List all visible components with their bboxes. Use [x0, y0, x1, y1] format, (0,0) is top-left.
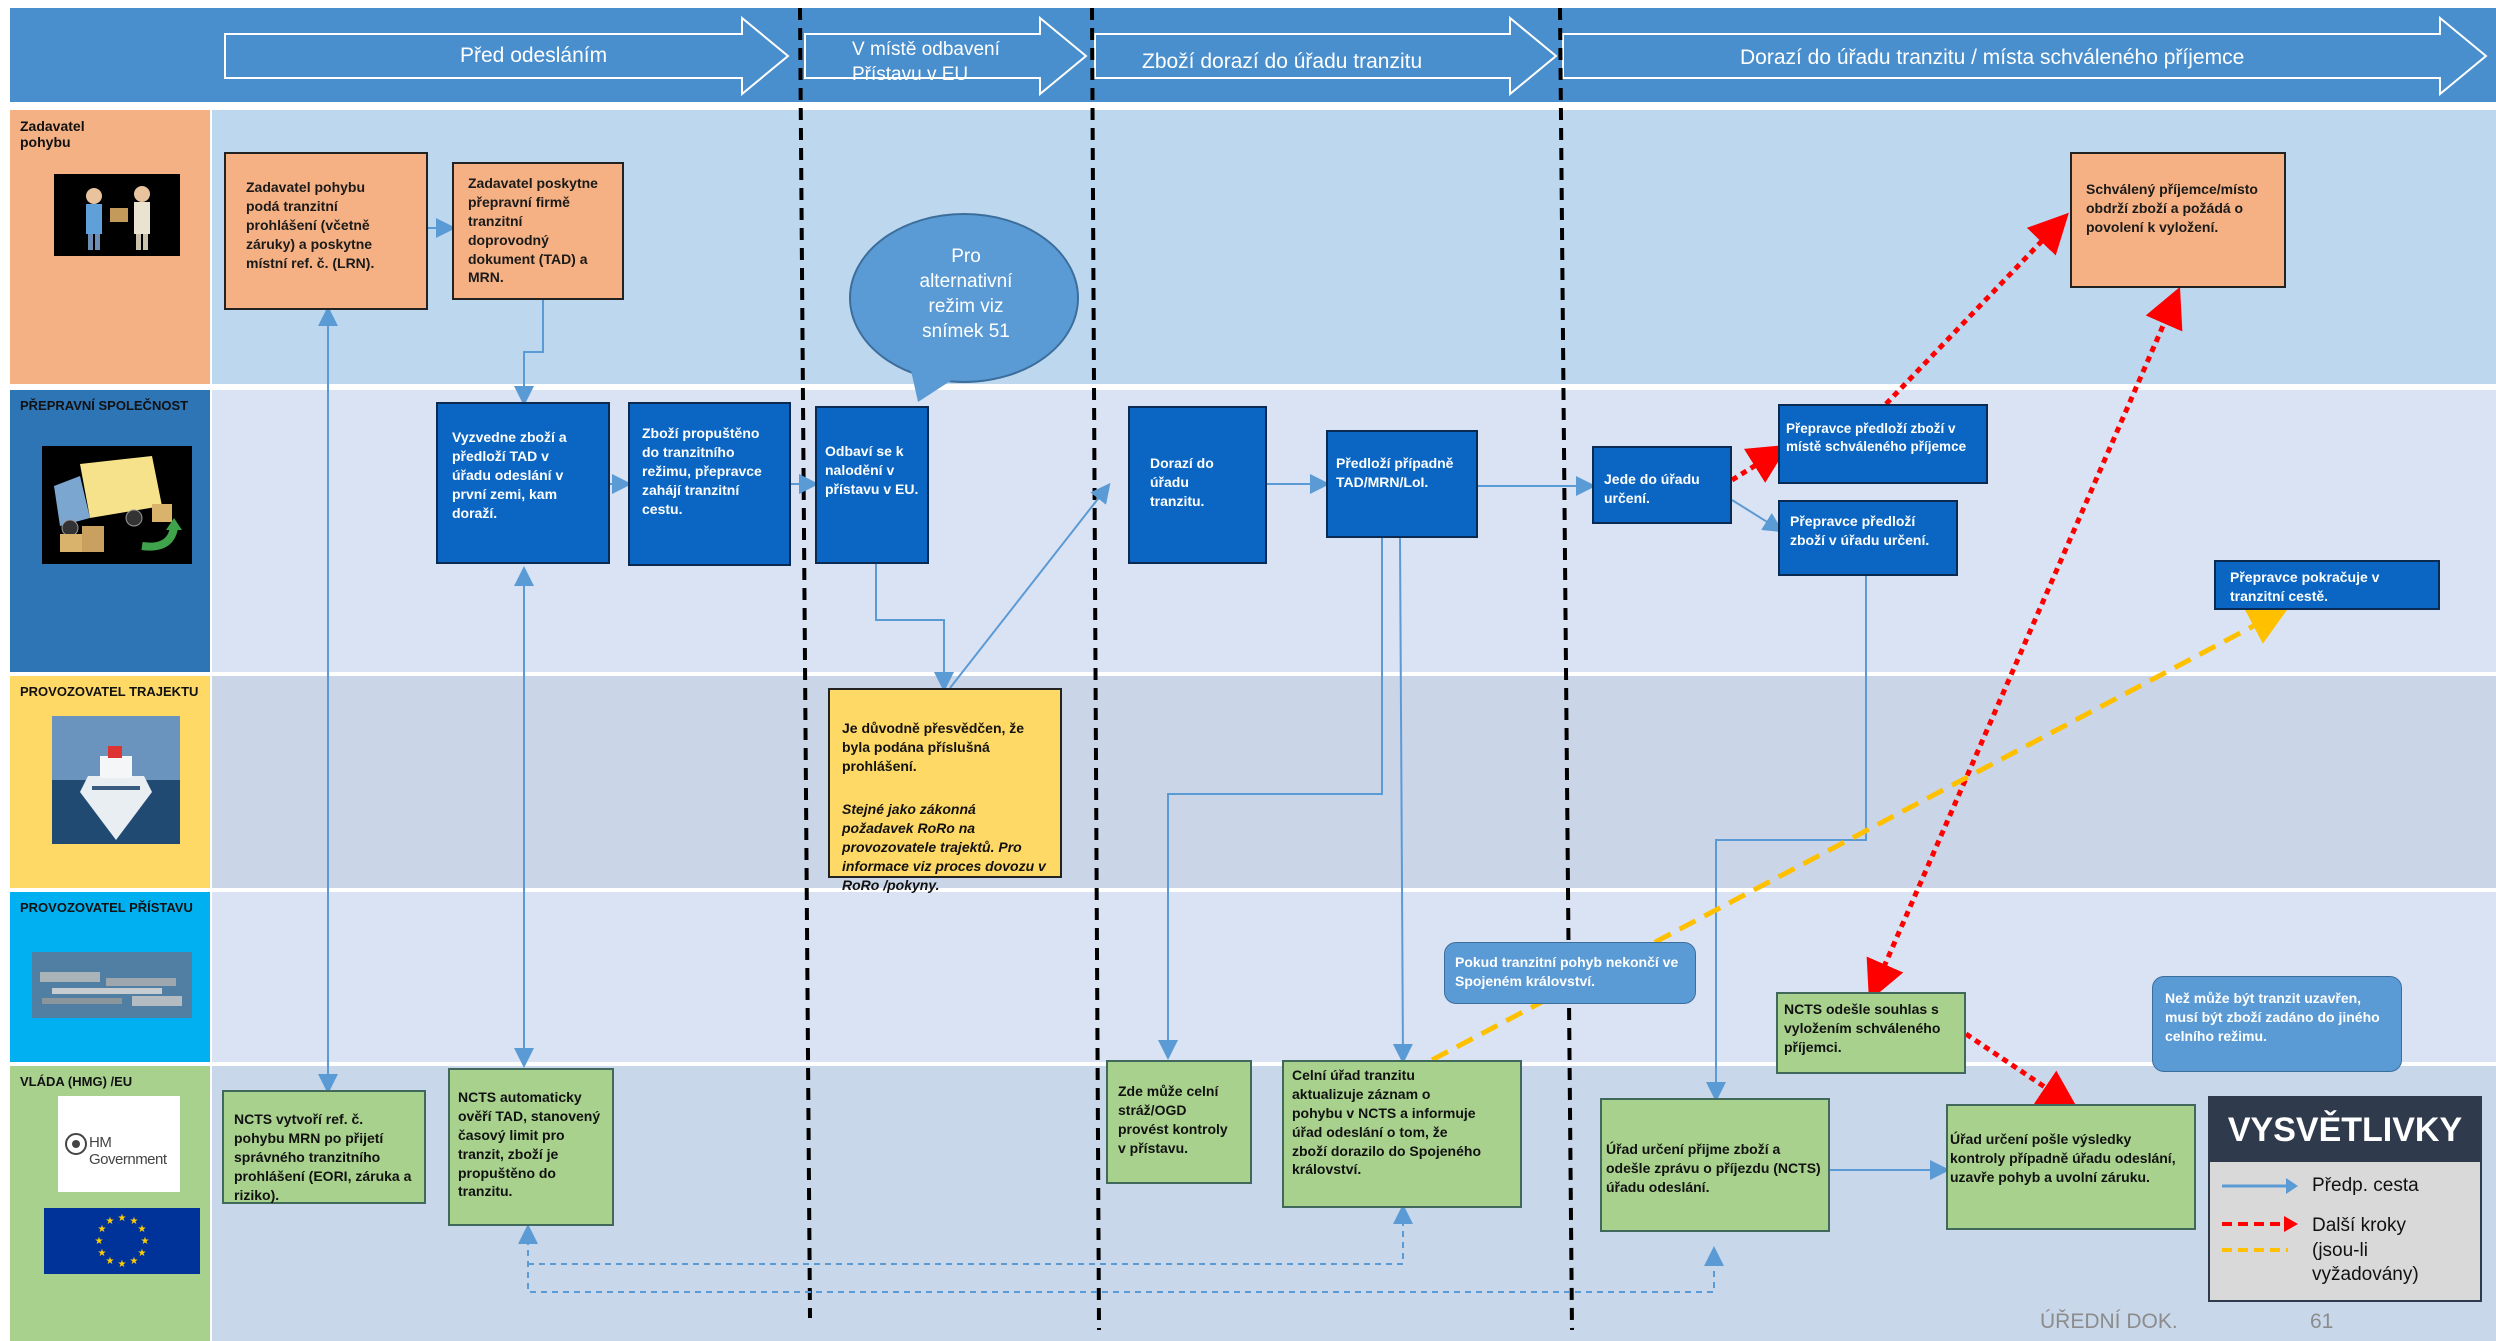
svg-text:★: ★	[118, 1259, 127, 1270]
destination-receives-goods: Úřad určení přijme zboží a odešle zprávu…	[1600, 1098, 1830, 1232]
carrier-continues-transit: Přepravce pokračuje v tranzitní cestě.	[2214, 560, 2440, 610]
arrow-b6-b8	[1731, 499, 1784, 533]
phase-arrow-4	[1562, 15, 2488, 97]
checks-in-eu-port: Odbaví se k nalodění v přístavu v EU.	[815, 406, 929, 564]
hm-government-text: HM Government	[89, 1134, 167, 1168]
lane-title-port: PROVOZOVATEL PŘÍSTAVU	[20, 900, 193, 915]
phase-label-3: Zboží dorazí do úřadu tranzitu	[1142, 50, 1423, 73]
phase-label-1: Před odesláním	[460, 44, 608, 67]
footer-page-number: 61	[2310, 1310, 2334, 1333]
ncts-creates-mrn: NCTS vytvoří ref. č. pohybu MRN po přije…	[222, 1090, 426, 1204]
yellow-dashed-g4-b9	[1430, 607, 2289, 1063]
arrow-b8-g6	[1706, 576, 1867, 1102]
presents-at-destination: Přepravce předloží zboží v úřadu určení.	[1778, 500, 1958, 576]
divider-1	[798, 7, 812, 1319]
dashed-g4-loop	[528, 1204, 1413, 1265]
lane-title-carrier: PŘEPRAVNÍ SPOLEČNOST	[20, 398, 189, 413]
presents-tad-mrn-loi: Předloží případně TAD/MRN/LoI.	[1326, 430, 1478, 538]
ferry-belief-main: Je důvodně přesvědčen, že byla podána př…	[842, 719, 1025, 774]
svg-text:★: ★	[138, 1248, 147, 1259]
ferry-belief-italic: Stejné jako zákonná požadavek RoRo na pr…	[842, 801, 1046, 894]
legend-dashed-arrows	[2222, 1216, 2298, 1252]
divider-2	[1090, 7, 1101, 1331]
svg-text:★: ★	[141, 1236, 150, 1247]
border-force-checks: Zde může celní stráž/OGD provést kontrol…	[1106, 1060, 1252, 1184]
carrier-presents-tad: Vyzvedne zboží a předloží TAD v úřadu od…	[436, 402, 610, 564]
port-aerial-icon	[32, 952, 192, 1018]
legend-panel: VYSVĚTLIVKY Předp. cesta Další kroky (js…	[2208, 1096, 2482, 1302]
phase-arrow-2	[804, 15, 1088, 97]
note-transit-not-ending: Pokud tranzitní pohyb nekončí ve Spojené…	[1444, 942, 1696, 1004]
ferry-reasonable-belief: Je důvodně přesvědčen, že byla podána př…	[828, 688, 1062, 893]
divider-3	[1558, 7, 1574, 1331]
svg-text:★: ★	[95, 1236, 104, 1247]
footer-label: ÚŘEDNÍ DOK.	[2040, 1310, 2178, 1333]
arrow-o2-b1	[514, 300, 544, 406]
note-bubble-shape	[849, 213, 1079, 402]
ncts-consent-unloading: NCTS odešle souhlas s vyložením schválen…	[1776, 992, 1966, 1074]
arrives-transit-office: Dorazí do úřadu tranzitu.	[1128, 406, 1267, 564]
requester-submits-declaration: Zadavatel pohybu podá tranzitní prohláše…	[224, 152, 428, 310]
legend-title: VYSVĚTLIVKY	[2210, 1098, 2480, 1162]
legend-solid-arrow	[2222, 1178, 2298, 1194]
presents-at-consignee: Přepravce předloží zboží v místě schvále…	[1778, 404, 1988, 484]
svg-text:★: ★	[98, 1248, 107, 1259]
lane-title-ferry: PROVOZOVATEL TRAJEKTU	[20, 684, 199, 699]
goes-to-destination: Jede do úřadu určení.	[1592, 446, 1732, 524]
svg-text:★: ★	[106, 1216, 115, 1227]
note-transit-closure: Než může být tranzit uzavřen, musí být z…	[2152, 976, 2402, 1072]
arrow-y1-b4	[949, 482, 1111, 689]
red-dashed-b6-b7	[1730, 444, 1789, 483]
svg-text:★: ★	[130, 1256, 139, 1267]
phase-label-2: V místě odbavení Přístavu v EU	[852, 39, 1000, 85]
phase-arrows	[224, 15, 2488, 97]
approved-consignee-receives: Schválený příjemce/místo obdrží zboží a …	[2070, 152, 2286, 288]
arrow-b5-g3	[1158, 538, 1383, 1060]
arrow-b5-g4	[1392, 537, 1413, 1064]
goods-released-transit: Zboží propuštěno do tranzitního režimu, …	[628, 402, 791, 566]
red-dashed-g5-g7	[1964, 1031, 2079, 1110]
delivery-truck-icon	[42, 446, 192, 564]
ferry-ship-icon	[52, 716, 180, 844]
note-bubble-text: Pro alternativní režim viz snímek 51	[919, 246, 1013, 343]
svg-text:★: ★	[118, 1213, 127, 1224]
dashed-loop	[518, 1224, 1724, 1293]
ncts-verifies-tad: NCTS automaticky ověří TAD, stanovený ča…	[448, 1068, 614, 1226]
phase-label-4: Dorazí do úřadu tranzitu / místa schvále…	[1740, 46, 2245, 69]
red-dashed-b7-o3	[1884, 212, 2069, 406]
legend-dashed-label: Další kroky (jsou-li vyžadovány)	[2312, 1215, 2419, 1286]
phase-arrow-1	[224, 15, 790, 97]
arrow-b3-y1	[875, 564, 954, 692]
legend-solid-label: Předp. cesta	[2312, 1175, 2419, 1196]
svg-text:★: ★	[138, 1224, 147, 1235]
phase-arrow-3	[1094, 15, 1558, 97]
people-handing-package-icon	[54, 174, 180, 256]
svg-text:★: ★	[130, 1216, 139, 1227]
requester-provides-tad: Zadavatel poskytne přepravní firmě tranz…	[452, 162, 624, 300]
destination-sends-results: Úřad určení pošle výsledky kontroly příp…	[1946, 1104, 2196, 1230]
red-dashed-o3-g5	[1866, 286, 2183, 1002]
eu-flag-icon: ★★★★ ★★★★ ★★★★	[44, 1208, 200, 1274]
lane-title-government: VLÁDA (HMG) /EU	[20, 1074, 133, 1089]
svg-text:★: ★	[98, 1224, 107, 1235]
hm-government-logo: HM Government	[58, 1096, 180, 1192]
svg-text:★: ★	[106, 1256, 115, 1267]
lane-title-requester: Zadavatel pohybu	[20, 118, 85, 150]
transit-office-updates: Celní úřad tranzitu aktualizuje záznam o…	[1282, 1060, 1522, 1208]
